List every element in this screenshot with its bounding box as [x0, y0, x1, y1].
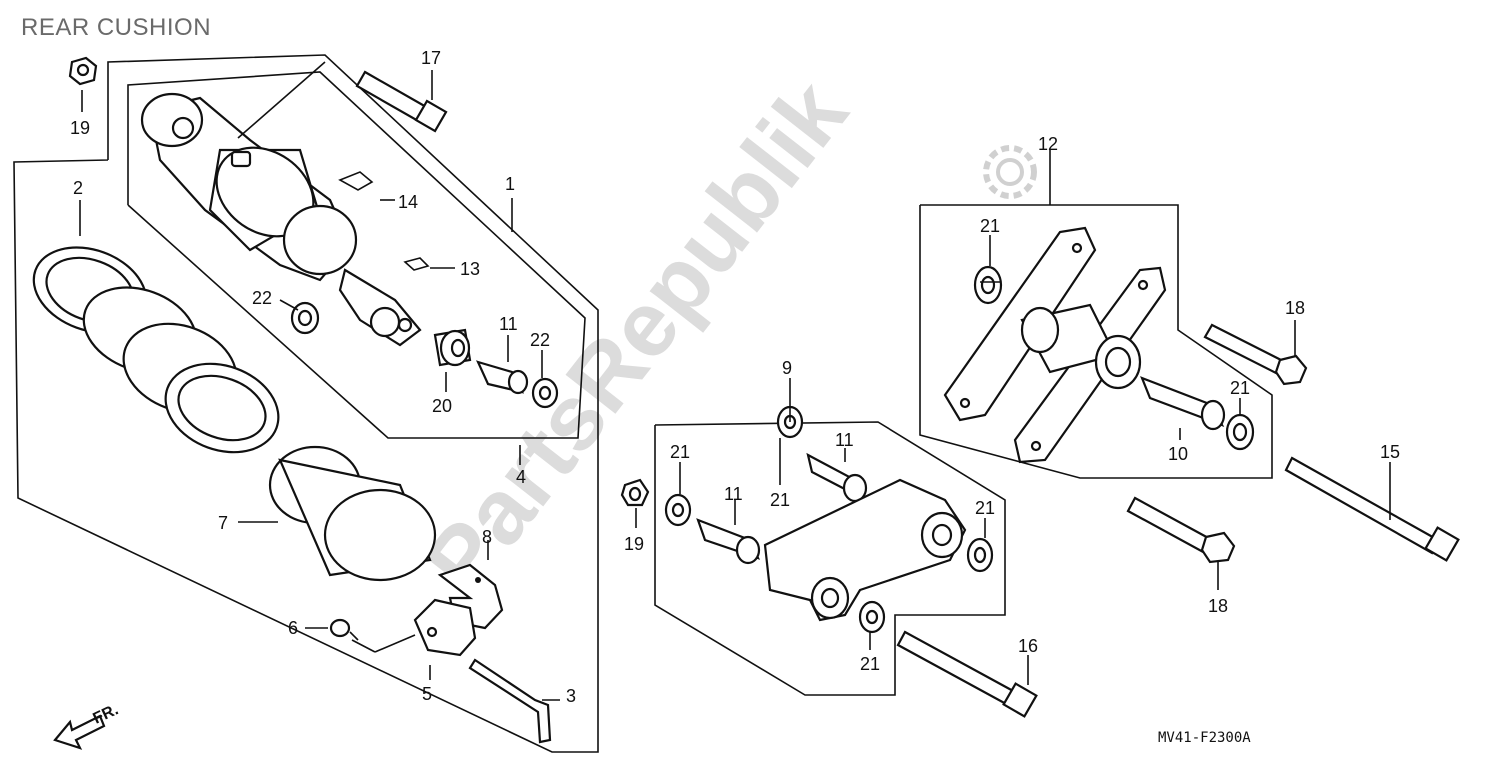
bolt-15 [1284, 456, 1460, 562]
damper-unit [140, 61, 422, 347]
arm-group-box [919, 204, 1273, 479]
callout-2: 2 [73, 178, 83, 198]
callout-21-link-b: 21 [770, 490, 790, 510]
wrench-3 [468, 658, 552, 744]
pin-11-link-b [806, 452, 868, 503]
callout-4: 4 [516, 467, 526, 487]
watermark-gear-icon [983, 145, 1037, 199]
callout-11-link-b: 11 [835, 430, 854, 450]
arm-12 [943, 226, 1167, 464]
diagram-code: MV41-F2300A [1158, 730, 1251, 746]
washer-21-arm-b [1225, 413, 1255, 451]
nut-19-link [620, 478, 650, 507]
washer-21-link-a [664, 493, 692, 527]
callout-22-left: 22 [252, 288, 272, 308]
bolt-18-lower [1126, 496, 1236, 564]
callout-16: 16 [1018, 636, 1038, 656]
bolt-17 [355, 70, 448, 133]
callout-18-upper: 18 [1285, 298, 1305, 318]
callout-21-link-a: 21 [670, 442, 690, 462]
link-group-box [654, 421, 1006, 696]
link-9 [763, 478, 967, 622]
callout-19-top: 19 [70, 118, 90, 138]
clip-13 [403, 257, 430, 271]
callout-21-link-d: 21 [860, 654, 880, 674]
callout-10: 10 [1168, 444, 1188, 464]
bolt-16 [896, 630, 1038, 718]
pin-11-link-a [696, 518, 761, 565]
bushing-22-left [290, 301, 320, 335]
callout-21-arm-a: 21 [980, 216, 1000, 236]
callout-labels: 1 2 3 4 5 6 7 8 9 10 11 11 11 12 13 14 1… [70, 48, 1400, 706]
front-direction-arrow-icon [53, 714, 106, 750]
callout-1: 1 [505, 174, 515, 194]
callout-9: 9 [782, 358, 792, 378]
callout-11-damper: 11 [499, 314, 518, 334]
washer-21-link-d [858, 600, 886, 634]
nut-6 [329, 618, 359, 641]
nut-19-top [68, 56, 98, 86]
callout-3: 3 [566, 686, 576, 706]
spring [32, 246, 280, 454]
diagram-title: REAR CUSHION [21, 14, 212, 41]
collar-10 [1140, 376, 1226, 431]
clip-14 [338, 171, 374, 191]
callout-20: 20 [432, 396, 452, 416]
pin-11-damper [476, 360, 529, 395]
callout-19-link: 19 [624, 534, 644, 554]
washer-21-arm-a [973, 265, 1003, 305]
callout-13: 13 [460, 259, 480, 279]
callout-15: 15 [1380, 442, 1400, 462]
callout-22-right: 22 [530, 330, 550, 350]
callout-17: 17 [421, 48, 441, 68]
callout-12: 12 [1038, 134, 1058, 154]
callout-11-link-a: 11 [724, 484, 743, 504]
callout-7: 7 [218, 513, 228, 533]
bushing-22-right [531, 377, 559, 409]
callout-21-link-c: 21 [975, 498, 995, 518]
damper-group-box [127, 71, 586, 439]
callout-18-lower: 18 [1208, 596, 1228, 616]
callout-5: 5 [422, 684, 432, 704]
leader-lines [79, 70, 1391, 701]
outer-group-box [13, 54, 599, 753]
collar-20 [433, 328, 472, 367]
direction-label: FR. [91, 701, 122, 727]
callout-14: 14 [398, 192, 418, 212]
spring-seat-5 [413, 598, 477, 657]
bolt-18-upper [1203, 323, 1308, 386]
boot-7 [268, 445, 437, 582]
callout-21-arm-b: 21 [1230, 378, 1250, 398]
callout-6: 6 [288, 618, 298, 638]
callout-8: 8 [482, 527, 492, 547]
washer-21-link-c [966, 537, 994, 573]
